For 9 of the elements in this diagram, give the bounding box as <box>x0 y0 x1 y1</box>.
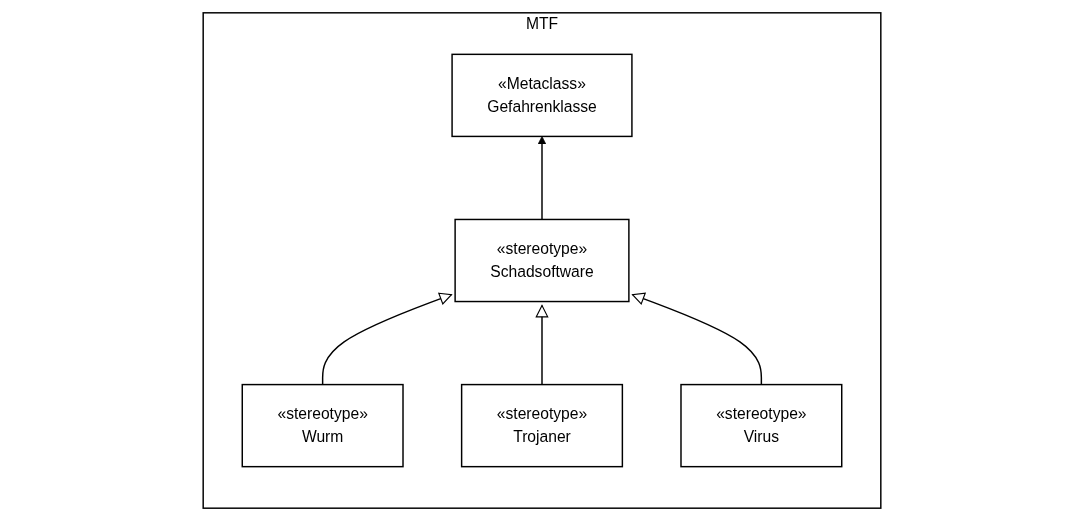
node-box: «Metaclass» Gefahrenklasse <box>451 53 633 138</box>
node-box: «stereotype» Trojaner <box>460 383 624 468</box>
node-box: «stereotype» Schadsoftware <box>454 218 630 303</box>
arrow <box>535 304 549 386</box>
arrow <box>321 292 453 386</box>
node-box: «stereotype» Wurm <box>241 383 404 468</box>
arrow <box>631 292 763 386</box>
arrow <box>537 136 547 221</box>
node-box: «stereotype» Virus <box>680 383 843 468</box>
